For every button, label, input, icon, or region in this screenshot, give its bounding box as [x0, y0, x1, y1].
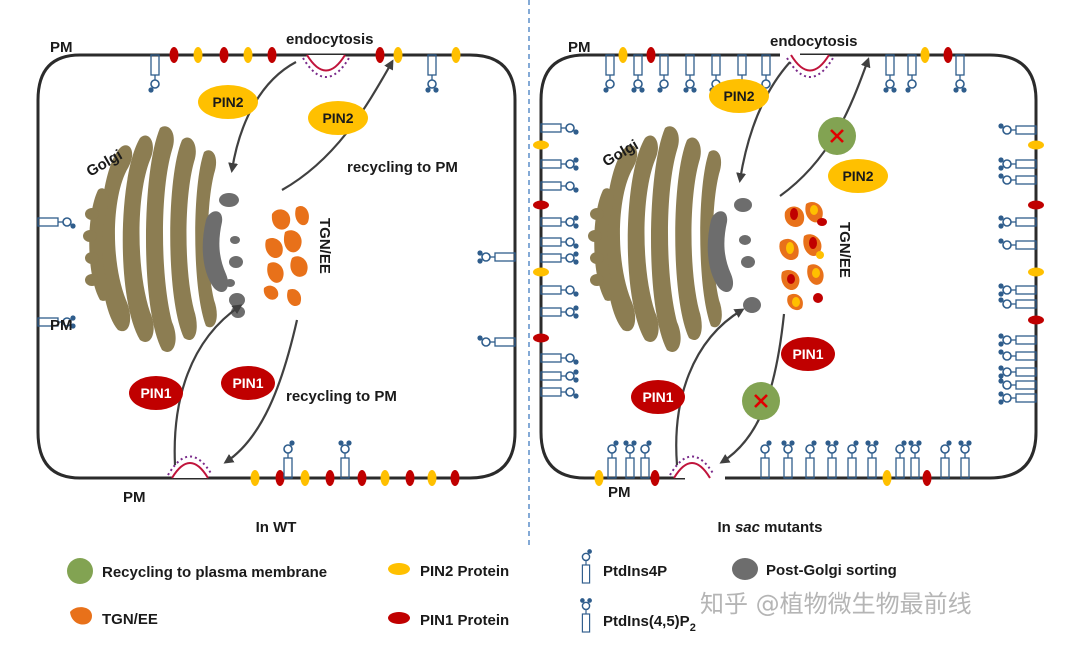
- legend-recycling: Recycling to plasma membrane: [67, 558, 327, 584]
- wt-pm-label-left: PM: [50, 317, 73, 334]
- svg-text:PIN2: PIN2: [212, 94, 243, 110]
- wt-tgn-ee: [263, 205, 309, 307]
- legend-pin1: PIN1 Protein: [388, 612, 509, 629]
- wt-endocytosis-pit-bottom: [171, 462, 209, 479]
- sac-pm-label-top: PM: [568, 39, 591, 56]
- wt-arrow-endocytosis-pin1: [173, 304, 243, 466]
- wt-pin2-recycling: PIN2: [308, 101, 368, 135]
- wt-endocytosis-label: endocytosis: [286, 31, 374, 48]
- ptdins45p2-icon: [579, 597, 593, 633]
- svg-text:Post-Golgi sorting: Post-Golgi sorting: [766, 562, 897, 579]
- sac-tgn-label: TGN/EE: [836, 222, 853, 278]
- sac-golgi-vesicles: [588, 208, 604, 286]
- svg-text:PIN1: PIN1: [140, 385, 171, 401]
- legend-pin1-swatch: [388, 612, 410, 624]
- ptdins4p-icon: [581, 548, 593, 584]
- sac-blocked-recycling-upper: [818, 117, 856, 155]
- wt-pin2-endocytosed: PIN2: [198, 85, 258, 119]
- legend-tgn-swatch: [70, 607, 92, 625]
- wt-tgn-label: TGN/EE: [316, 218, 333, 274]
- wt-arrow-recycling-lower: [223, 319, 299, 464]
- svg-text:PIN1: PIN1: [792, 346, 823, 362]
- wt-plasma-membrane: [36, 53, 517, 480]
- legend-ptdins45p2: PtdIns(4,5)P2: [579, 597, 696, 634]
- wt-golgi-vesicles: [83, 208, 99, 286]
- svg-text:PIN1 Protein: PIN1 Protein: [420, 612, 509, 629]
- sac-arrow-endocytosis-pin2: [736, 61, 791, 183]
- legend-pin2-swatch: [388, 563, 410, 575]
- wt-cell: PIN2 PIN2 PIN1 PIN1 PM PM PM endocytosis…: [36, 31, 517, 536]
- sac-endocytosis-pit-bottom: [673, 462, 711, 479]
- svg-text:PIN1: PIN1: [642, 389, 673, 405]
- watermark: 知乎 @植物微生物最前线: [700, 590, 972, 618]
- svg-text:PIN2 Protein: PIN2 Protein: [420, 563, 509, 580]
- legend-pin2: PIN2 Protein: [388, 563, 509, 580]
- svg-text:PIN2: PIN2: [723, 88, 754, 104]
- wt-endocytosis-pit-top: [306, 54, 346, 72]
- svg-text:PtdIns(4,5)P2: PtdIns(4,5)P2: [603, 613, 696, 634]
- wt-membrane-pins-top: [169, 47, 461, 63]
- sac-pm-label-bottom: PM: [608, 484, 631, 501]
- sac-pin1-recycling: PIN1: [781, 337, 835, 371]
- sac-membrane-pins: [533, 47, 1044, 486]
- sac-pin2-recycling: PIN2: [828, 159, 888, 193]
- wt-post-golgi-sorting: [202, 193, 245, 318]
- legend-recycling-swatch: [67, 558, 93, 584]
- svg-text:PtdIns4P: PtdIns4P: [603, 563, 667, 580]
- sac-blocked-recycling-lower: [742, 382, 780, 420]
- legend-post-golgi: Post-Golgi sorting: [732, 558, 897, 580]
- svg-text:PIN2: PIN2: [842, 168, 873, 184]
- wt-pin1-endocytosed: PIN1: [129, 376, 183, 410]
- wt-recycling-label-upper: recycling to PM: [347, 159, 458, 176]
- wt-pm-label-top: PM: [50, 39, 73, 56]
- sac-tgn-ee: [779, 201, 827, 311]
- svg-text:TGN/EE: TGN/EE: [102, 611, 158, 628]
- sac-endocytosis-label: endocytosis: [770, 33, 858, 50]
- sac-endocytosis-pit-top: [790, 54, 830, 72]
- svg-text:Recycling to plasma membrane: Recycling to plasma membrane: [102, 564, 327, 581]
- legend: Recycling to plasma membrane PIN2 Protei…: [67, 548, 897, 634]
- legend-tgn: TGN/EE: [70, 607, 158, 628]
- legend-ptdins4p: PtdIns4P: [581, 548, 667, 584]
- svg-text:PIN1: PIN1: [232, 375, 263, 391]
- wt-pm-label-bottom: PM: [123, 489, 146, 506]
- wt-pin1-recycling: PIN1: [221, 366, 275, 400]
- sac-post-golgi-sorting: [707, 198, 761, 313]
- sac-plasma-membrane: [539, 53, 1038, 480]
- svg-text:PIN2: PIN2: [322, 110, 353, 126]
- legend-post-golgi-swatch: [732, 558, 758, 580]
- sac-caption: In sac mutants: [717, 519, 822, 536]
- sac-pin1-endocytosed: PIN1: [631, 380, 685, 414]
- wt-recycling-label-lower: recycling to PM: [286, 388, 397, 405]
- sac-cell: PIN2 PIN2 PIN1 PIN1 PM PM endocytosis Go…: [533, 33, 1044, 536]
- wt-caption: In WT: [256, 519, 297, 536]
- sac-arrow-endocytosis-pin1: [675, 308, 745, 466]
- sac-pin2-endocytosed: PIN2: [709, 79, 769, 113]
- wt-membrane-pins-bottom: [250, 470, 460, 486]
